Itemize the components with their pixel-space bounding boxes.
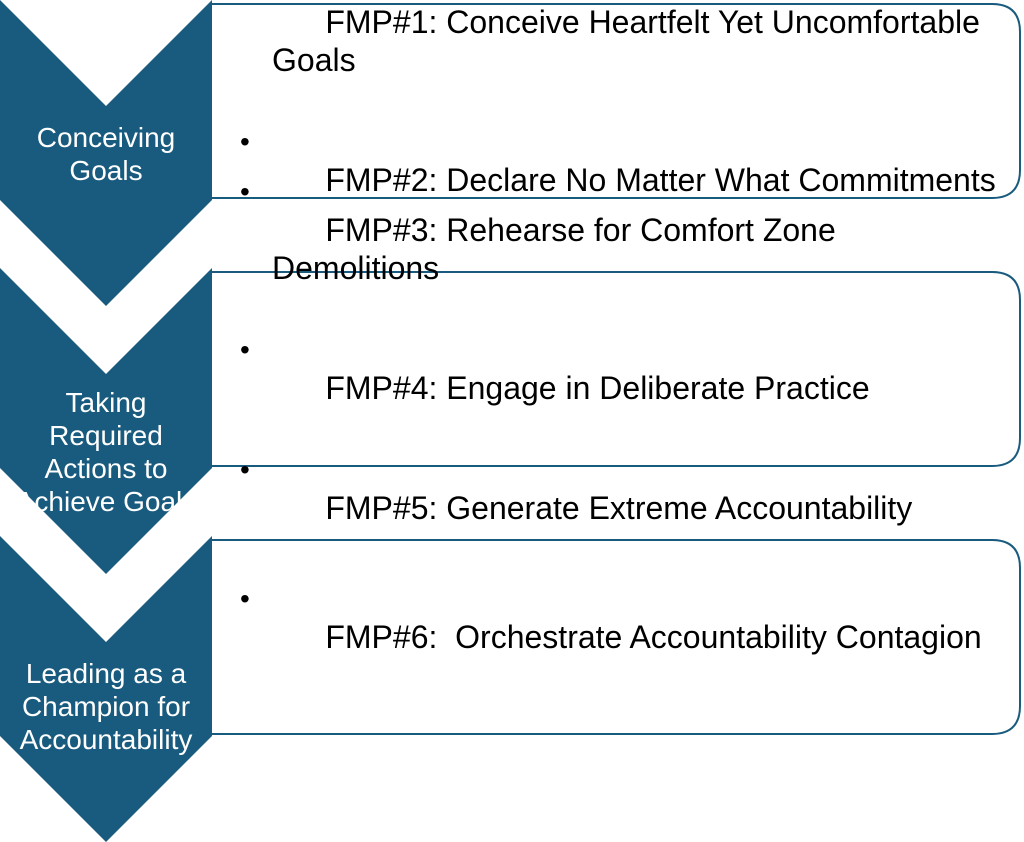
item-text: FMP#5: Generate Extreme Accountability — [325, 490, 913, 526]
stage-3-items: • FMP#6: Orchestrate Accountability Conta… — [222, 540, 1012, 734]
stage-1-label: Conceiving Goals — [0, 106, 212, 202]
bullet-icon: • — [240, 0, 250, 3]
stage-2-box — [212, 271, 1021, 467]
item-text: FMP#1: Conceive Heartfelt Yet Uncomforta… — [272, 4, 989, 78]
stage-1-chevron — [0, 0, 212, 306]
stage-3-label: Leading as a Champion for Accountability — [0, 650, 212, 762]
stage-3-list: • FMP#6: Orchestrate Accountability Conta… — [232, 580, 1000, 694]
stage-2-items: • FMP#3: Rehearse for Comfort Zone Demoli… — [222, 176, 1012, 526]
item-text: FMP#6: Orchestrate Accountability Contag… — [325, 619, 982, 655]
list-item: • FMP#3: Rehearse for Comfort Zone Demoli… — [232, 173, 1000, 325]
stage-1-items: • FMP#1: Conceive Heartfelt Yet Uncomfort… — [222, 4, 1012, 198]
item-text: FMP#4: Engage in Deliberate Practice — [325, 370, 870, 406]
stage-1-list: • FMP#1: Conceive Heartfelt Yet Uncomfort… — [232, 0, 1000, 237]
item-text: FMP#3: Rehearse for Comfort Zone Demolit… — [272, 212, 845, 286]
stage-2-label-text: Taking Required Actions to Achieve Goals — [15, 387, 197, 517]
stage-3-label-text: Leading as a Champion for Accountability — [19, 657, 193, 755]
list-item: • FMP#1: Conceive Heartfelt Yet Uncomfort… — [232, 0, 1000, 117]
stage-2-label: Taking Required Actions to Achieve Goals — [0, 362, 212, 542]
list-item: • FMP#6: Orchestrate Accountability Conta… — [232, 580, 1000, 694]
bullet-icon: • — [240, 126, 250, 157]
stage-3-box — [212, 539, 1021, 735]
stage-2-list: • FMP#3: Rehearse for Comfort Zone Demoli… — [232, 173, 1000, 565]
stage-2-chevron — [0, 268, 212, 574]
bullet-icon: • — [240, 334, 250, 365]
bullet-icon: • — [240, 176, 250, 207]
bullet-icon: • — [240, 454, 250, 485]
list-item: • FMP#2: Declare No Matter What Commitmen… — [232, 123, 1000, 237]
list-item: • FMP#5: Generate Extreme Accountability — [232, 451, 1000, 565]
stage-1-label-text: Conceiving Goals — [36, 122, 176, 186]
item-text: FMP#2: Declare No Matter What Commitment… — [325, 162, 996, 198]
stage-1-box — [212, 3, 1021, 199]
list-item: • FMP#4: Engage in Deliberate Practice — [232, 331, 1000, 445]
stage-3-chevron — [0, 536, 212, 842]
bullet-icon: • — [240, 583, 250, 614]
